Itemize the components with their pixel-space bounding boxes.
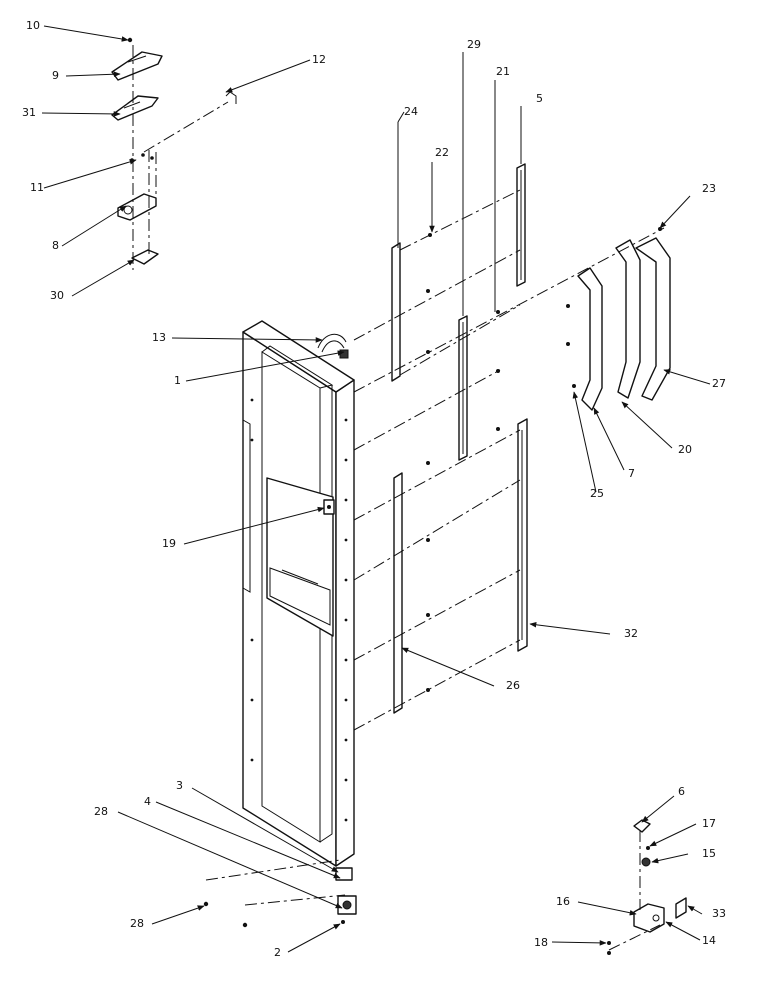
callout-11: 11 [30,181,44,194]
lower-hinge-assembly [607,819,687,955]
bottom-hinge-parts [335,867,357,924]
callout-16: 16 [556,895,570,908]
callout-26: 26 [506,679,520,692]
screws [203,227,662,928]
part-27-trim [635,237,671,401]
part-32-channel [517,418,528,652]
callout-13: 13 [152,331,166,344]
callout-28-upper: 28 [94,805,108,818]
part-31-cover [111,95,159,121]
callout-33: 33 [712,907,726,920]
top-hinge-assembly [111,37,237,265]
callout-8: 8 [52,239,59,252]
callout-labels: 10 9 12 31 11 8 30 13 1 19 24 22 29 21 5… [22,19,726,959]
callout-30: 30 [50,289,64,302]
callout-4: 4 [144,795,151,808]
part-6 [633,819,651,833]
callout-1: 1 [174,374,181,387]
callout-17: 17 [702,817,716,830]
callout-24: 24 [404,105,418,118]
part-20-trim [615,239,641,399]
callout-7: 7 [628,467,635,480]
part-29-channel [458,315,468,461]
callout-27: 27 [712,377,726,390]
callout-23: 23 [702,182,716,195]
part-14-bracket [633,903,665,933]
door-frame [242,320,355,867]
callout-9: 9 [52,69,59,82]
frame-holes [250,398,348,822]
callout-leaders [41,25,711,953]
callout-22: 22 [435,146,449,159]
callout-31: 31 [22,106,36,119]
callout-5: 5 [536,92,543,105]
callout-28-lower: 28 [130,917,144,930]
callout-19: 19 [162,537,176,550]
part-10-screw [127,37,133,43]
callout-18: 18 [534,936,548,949]
callout-6: 6 [678,785,685,798]
callout-21: 21 [496,65,510,78]
part-24-strip [391,233,432,382]
callout-20: 20 [678,443,692,456]
part-9-cover [111,51,163,81]
part-19-bracket [323,499,335,515]
callout-25: 25 [590,487,604,500]
part-26-strip [393,472,403,714]
callout-3: 3 [176,779,183,792]
callout-29: 29 [467,38,481,51]
part-30-plate [131,249,159,265]
callout-2: 2 [274,946,281,959]
part-15-bushing [641,857,651,867]
callout-10: 10 [26,19,40,32]
part-5-channel [516,163,526,287]
callout-12: 12 [312,53,326,66]
part-33-block [675,897,687,919]
part-12-pin [225,91,237,104]
callout-15: 15 [702,847,716,860]
callout-32: 32 [624,627,638,640]
part-7-trim [577,267,603,411]
callout-14: 14 [702,934,716,947]
alignment-lines [132,45,665,951]
